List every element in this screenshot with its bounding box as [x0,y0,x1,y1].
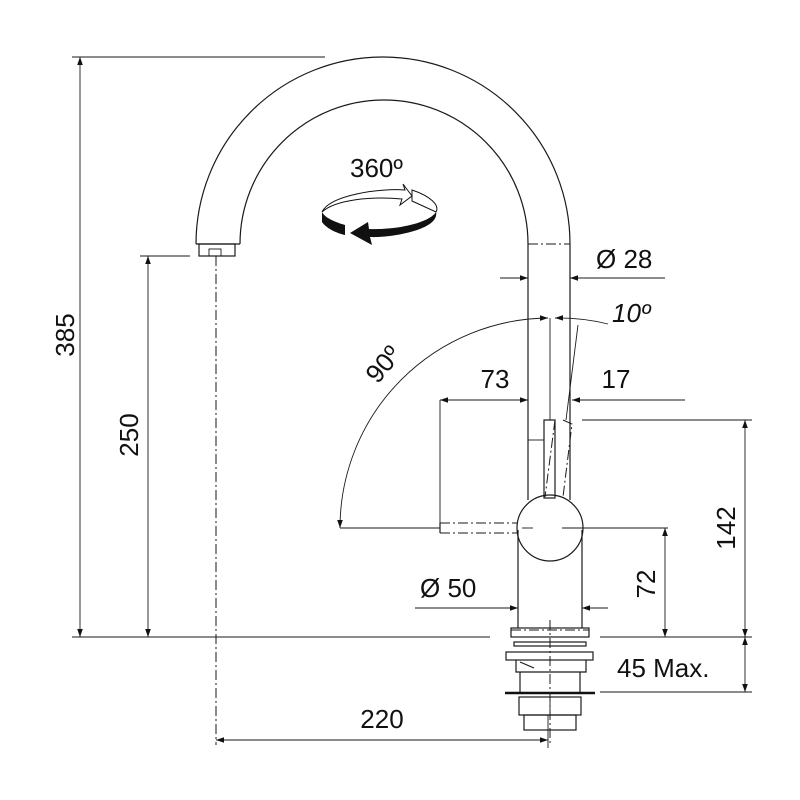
faucet-body [439,419,668,745]
label-total-height: 385 [50,313,80,356]
label-base-diameter: Ø 50 [420,573,476,603]
label-spout-height: 250 [114,413,144,456]
label-lever-angle-small: 10º [612,298,652,328]
dimension-labels: 385 250 220 Ø 28 10º 90º 73 17 142 72 Ø … [50,244,741,734]
label-max-worktop: 45 Max. [617,653,710,683]
label-lever-height: 142 [711,506,741,549]
label-lever-reach-right: 17 [602,364,631,394]
label-pipe-diameter: Ø 28 [596,244,652,274]
dimension-lines [72,56,752,748]
label-lever-reach-left: 73 [481,364,510,394]
rotation-label: 360º [350,153,403,183]
label-spout-reach: 220 [360,704,403,734]
label-pivot-height: 72 [631,570,661,599]
spout [195,56,571,745]
rotation-icon: 360º [321,153,438,245]
